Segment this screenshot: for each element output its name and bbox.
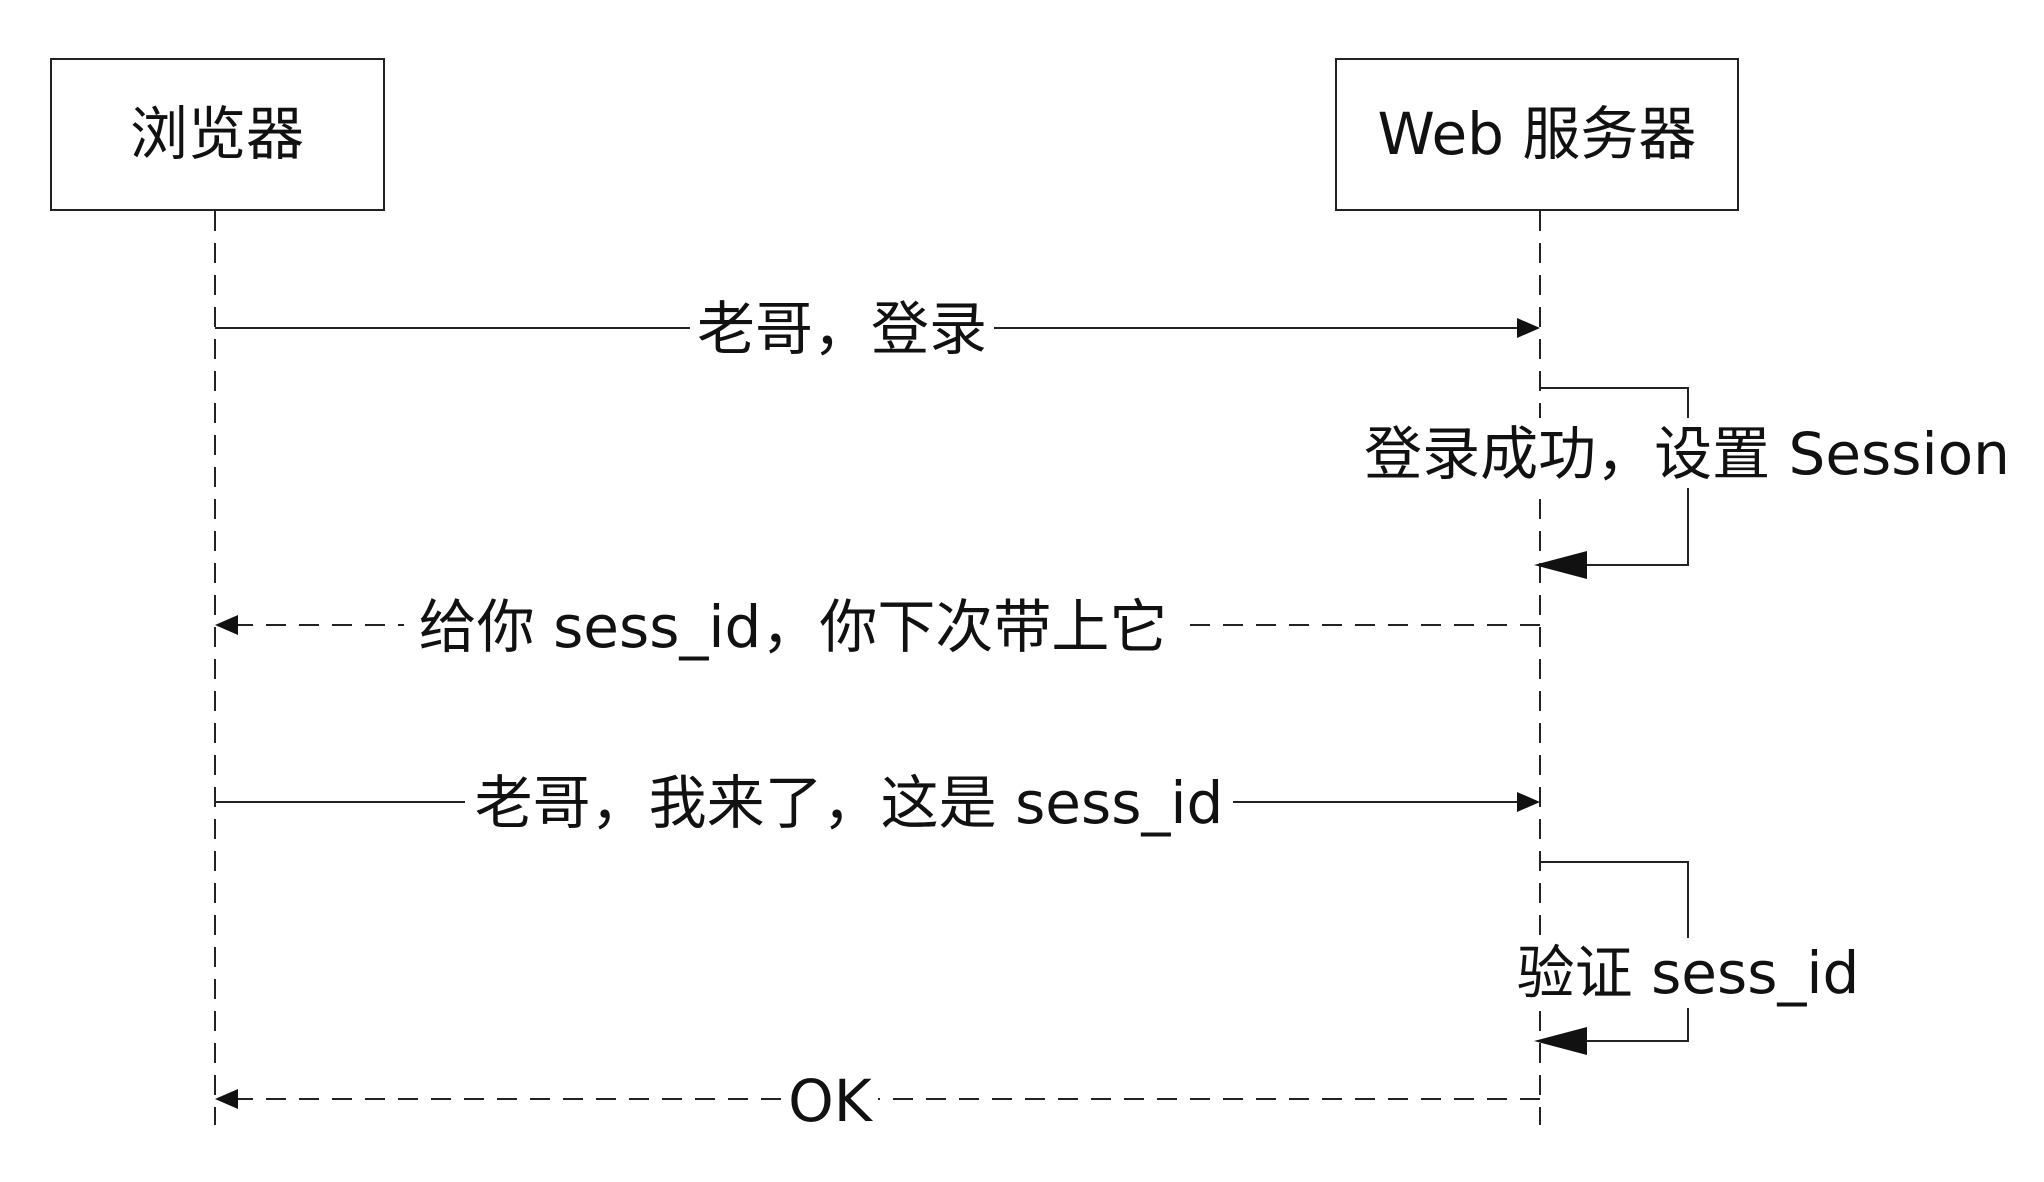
message-give-sess-id: 给你 sess_id，你下次带上它 bbox=[215, 590, 1540, 661]
participant-server-label: Web 服务器 bbox=[1378, 100, 1697, 168]
message-set-session-arrowhead bbox=[1534, 551, 1587, 579]
participant-browser-box bbox=[50, 58, 385, 211]
message-verify-sess-id-label: 验证 sess_id bbox=[1517, 939, 1860, 1007]
message-ok-arrowhead bbox=[215, 1089, 238, 1109]
message-verify-sess-id-label-bg bbox=[1510, 938, 1866, 1008]
message-verify-sess-id: 验证 sess_id bbox=[1510, 861, 1866, 1055]
message-login-label: 老哥，登录 bbox=[697, 295, 987, 363]
message-send-sess-id: 老哥，我来了，这是 sess_id bbox=[215, 766, 1540, 837]
participant-browser: 浏览器 bbox=[50, 58, 385, 211]
message-login: 老哥，登录 bbox=[215, 292, 1540, 363]
message-set-session-label-bg bbox=[1358, 418, 2016, 488]
message-ok: OK bbox=[215, 1064, 1540, 1135]
message-login-label-bg bbox=[690, 292, 994, 358]
message-verify-sess-id-arrowhead bbox=[1534, 1027, 1587, 1055]
message-send-sess-id-label-bg bbox=[465, 766, 1233, 834]
participant-browser-label: 浏览器 bbox=[130, 100, 304, 168]
message-give-sess-id-arrowhead bbox=[215, 615, 238, 635]
message-set-session-label: 登录成功，设置 Session bbox=[1364, 420, 2010, 488]
message-give-sess-id-label: 给你 sess_id，你下次带上它 bbox=[419, 593, 1168, 661]
message-give-sess-id-label-bg bbox=[404, 590, 1182, 658]
message-set-session: 登录成功，设置 Session bbox=[1358, 387, 2016, 579]
participant-server: Web 服务器 bbox=[1335, 58, 1739, 211]
message-login-arrowhead bbox=[1517, 318, 1540, 338]
message-ok-label: OK bbox=[788, 1067, 874, 1135]
message-send-sess-id-label: 老哥，我来了，这是 sess_id bbox=[475, 769, 1224, 837]
message-send-sess-id-arrowhead bbox=[1517, 792, 1540, 812]
participant-server-box bbox=[1335, 58, 1739, 211]
message-ok-label-bg bbox=[782, 1064, 878, 1132]
